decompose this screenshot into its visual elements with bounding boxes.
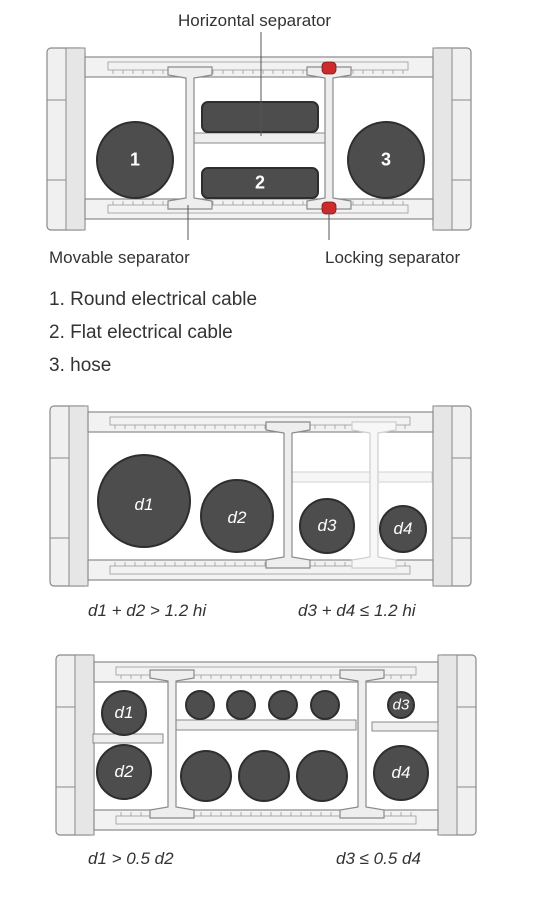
- label-movable-separator: Movable separator: [49, 248, 190, 267]
- diagram2-label-d4: d4: [393, 519, 413, 538]
- bottom-bar: [84, 198, 434, 220]
- label-horizontal-separator: Horizontal separator: [178, 11, 332, 30]
- legend-item-2: 2. Flat electrical cable: [49, 322, 233, 343]
- flat-cable-top: [201, 101, 319, 133]
- diagram3-label-d1: d1: [114, 703, 134, 722]
- formula-d1-d2-ratio: d1 > 0.5 d2: [88, 849, 174, 868]
- chain-diagram-3: [55, 654, 477, 836]
- locking-pin-top: [321, 61, 337, 75]
- formula-d3-d4: d3 + d4 ≤ 1.2 hi: [298, 601, 416, 620]
- diagram2-label-d1: d1: [134, 495, 154, 514]
- formula-d3-d4-ratio: d3 ≤ 0.5 d4: [336, 849, 421, 868]
- legend-item-3: 3. hose: [49, 355, 112, 376]
- cable-label-3: 3: [380, 149, 392, 170]
- top-bar: [84, 56, 434, 78]
- round-cable: [96, 121, 174, 199]
- flat-cable-bottom: [201, 167, 319, 199]
- label-locking-separator: Locking separator: [325, 248, 461, 267]
- cable-label-1: 1: [129, 149, 141, 170]
- locking-separator: [306, 66, 352, 210]
- chain-diagram-2: [49, 405, 472, 587]
- chain-diagram-1: [46, 32, 472, 240]
- diagram3-label-d2: d2: [114, 762, 134, 781]
- cable-label-2: 2: [254, 172, 266, 193]
- movable-separator: [167, 66, 213, 210]
- horizontal-separator: [189, 132, 331, 144]
- diagram2-label-d2: d2: [227, 508, 247, 527]
- formula-d1-d2: d1 + d2 > 1.2 hi: [88, 601, 207, 620]
- legend-item-1: 1. Round electrical cable: [49, 289, 258, 310]
- diagram2-label-d3: d3: [317, 516, 337, 535]
- hose: [347, 121, 425, 199]
- diagram3-label-d3: d3: [392, 696, 410, 714]
- diagram3-label-d4: d4: [391, 763, 411, 782]
